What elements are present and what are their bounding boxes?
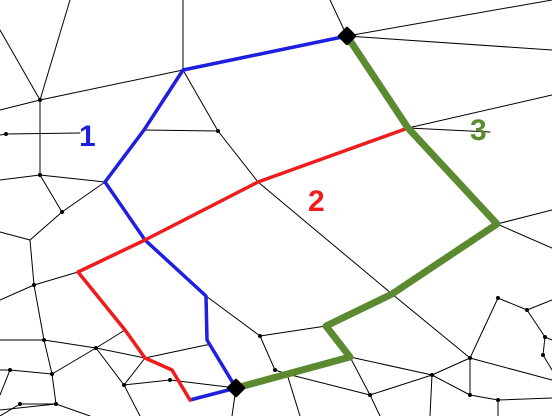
edge [497,397,552,401]
junction-node [496,398,500,402]
junction-node [468,356,472,360]
edge [61,181,106,213]
edge [95,347,146,359]
edge [431,374,471,396]
edge [51,373,57,405]
junction-node [541,353,545,357]
junction-node [525,308,529,312]
edge [526,309,546,338]
path-2-label: 2 [308,185,325,218]
edge [469,394,499,401]
junction-node [60,210,64,214]
edge [369,374,433,396]
junction-node [216,129,220,133]
edge [469,297,499,359]
edge [286,373,301,416]
edge [95,329,126,349]
junction-node [468,393,472,397]
edge [39,0,71,101]
edge [39,174,63,213]
edge [391,293,471,359]
edge [286,373,371,396]
path-1-label: 1 [79,120,96,153]
path-3-green-route [232,32,501,392]
junction-node [38,98,42,102]
junction-node [38,173,42,177]
edge [0,403,21,416]
edge [349,356,371,396]
edge [143,129,219,132]
junction-node [258,334,262,338]
edge [429,374,433,416]
edge [542,336,546,356]
path-2-red-route [76,126,410,402]
edge [469,357,552,381]
junction-node [122,383,126,387]
edge [123,357,146,386]
junction-node [273,368,277,372]
junction-node [54,402,58,406]
start-endpoint-marker [337,26,357,46]
junction-node [430,373,434,377]
edge [369,394,381,416]
edge [182,69,219,132]
edge [407,94,552,129]
edge [29,239,35,286]
edge [259,325,327,337]
edge [95,347,125,386]
edge [55,403,91,416]
edge [123,379,171,386]
edge [542,354,552,371]
edge [431,357,471,376]
edge [205,295,261,337]
edge [526,299,552,311]
edge [346,35,552,51]
edge [346,0,552,37]
edge [9,369,53,375]
edge [169,379,237,389]
junction-node [543,335,547,339]
end-endpoint-marker [226,378,246,398]
edge [43,339,97,349]
junction-node [18,402,22,406]
edge [259,335,276,371]
edge [5,132,81,135]
edge [407,127,491,133]
edge [39,69,184,101]
edge [0,99,41,111]
edge [0,29,41,101]
edge [29,211,63,241]
edge [217,130,259,183]
edge [0,284,35,301]
junction-node [4,132,8,136]
path-1-blue-route [103,34,349,402]
edge [33,271,79,286]
edge [43,339,53,375]
edge [0,369,11,396]
edge [497,297,528,311]
junction-node [42,338,46,342]
junction-node [168,378,172,382]
edge [39,174,106,183]
path-3-label: 3 [470,114,487,147]
edge [123,384,141,416]
edge [33,284,45,341]
edge [0,174,41,181]
edge [51,347,97,375]
edge [144,344,207,359]
junction-node [94,346,98,350]
junction-node [8,368,12,372]
junction-node [496,296,500,300]
edge [257,181,393,295]
junction-node [50,372,54,376]
edge [0,231,31,241]
edge [496,209,552,225]
junction-node [368,393,372,397]
edge [496,223,552,249]
junction-node [32,283,36,287]
edge [349,356,433,376]
edge [0,403,57,411]
